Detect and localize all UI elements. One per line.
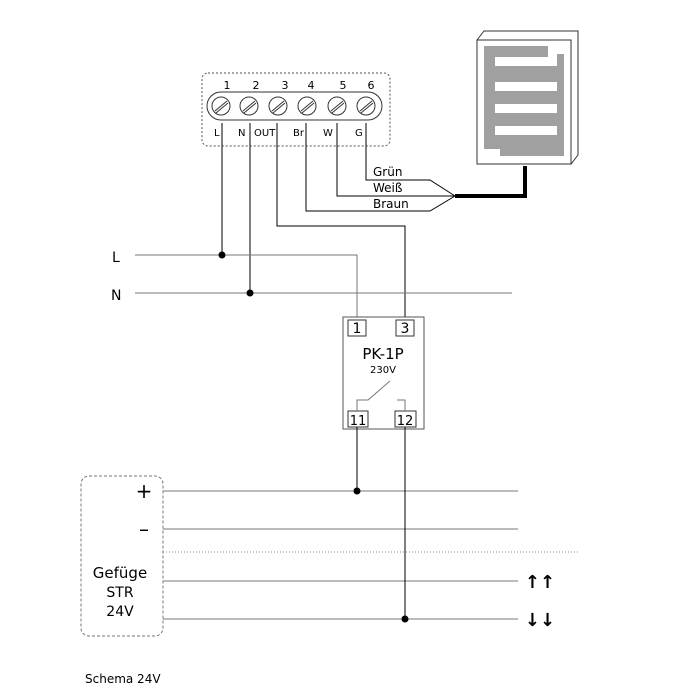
terminal-screw-icon [356,96,376,116]
down-arrows-icon: ↓↓ [525,610,555,631]
wire-brown [305,123,418,212]
relay-pin-12-label: 12 [397,414,414,429]
up-arrows-icon: ↑↑ [525,572,555,593]
terminal-block-frame [201,72,391,147]
wire-green [365,123,456,197]
controller-minus: – [139,517,149,541]
terminal-number-2: 2 [253,79,260,92]
terminal-label-out: OUT [254,128,276,139]
mains-l-line [135,254,358,320]
terminal-number-6: 6 [368,79,375,92]
wire-label-brown: Braun [373,197,409,211]
relay-pin-11-label: 11 [350,414,367,429]
wire-label-green: Grün [373,165,402,179]
wire-brown-bend [418,195,456,212]
relay-pin-1 [347,319,367,337]
terminal-number-4: 4 [308,79,315,92]
terminal-label-n: N [238,128,245,139]
relay-voltage: 230V [370,365,396,376]
caption: Schema 24V [85,672,161,686]
terminal-label-w: W [323,128,333,139]
relay-name: PK-1P [362,345,403,363]
terminal-number-3: 3 [282,79,289,92]
relay-pin-1-label: 1 [353,321,362,337]
controller-plus: + [136,479,153,503]
relay-switch-fixed [397,399,406,411]
terminal-screws [211,96,376,116]
relay-switch-contact [356,380,391,411]
mains-l-label: L [112,250,120,266]
terminal-number-1: 1 [224,79,231,92]
relay-pin-3-label: 3 [401,321,410,337]
terminal-screw-icon [327,96,347,116]
relay-pin-3 [395,319,415,337]
junction-dot [353,487,361,495]
controller-name: Gefüge [93,564,147,582]
terminal-label-br: Br [293,128,305,139]
terminal-label-g: G [355,128,363,139]
relay-pin-11 [347,410,369,428]
sensor-cable [455,166,527,198]
terminal-screw-icon [211,96,231,116]
controller-model: STR [106,585,133,601]
heating-sensor-icon [476,30,579,165]
terminal-screw-icon [268,96,288,116]
terminal-number-5: 5 [340,79,347,92]
terminal-strip [206,91,383,121]
wire-out-to-relay [276,123,406,320]
controller-voltage: 24V [106,604,134,620]
controller-frame [80,475,164,637]
terminal-screw-icon [239,96,259,116]
mains-n-label: N [111,288,121,304]
terminal-screw-icon [297,96,317,116]
junction-dot [401,615,409,623]
junction-dot [246,289,254,297]
terminal-label-l: L [214,128,220,139]
wire-label-white: Weiß [373,181,403,195]
junction-dot [218,251,226,259]
